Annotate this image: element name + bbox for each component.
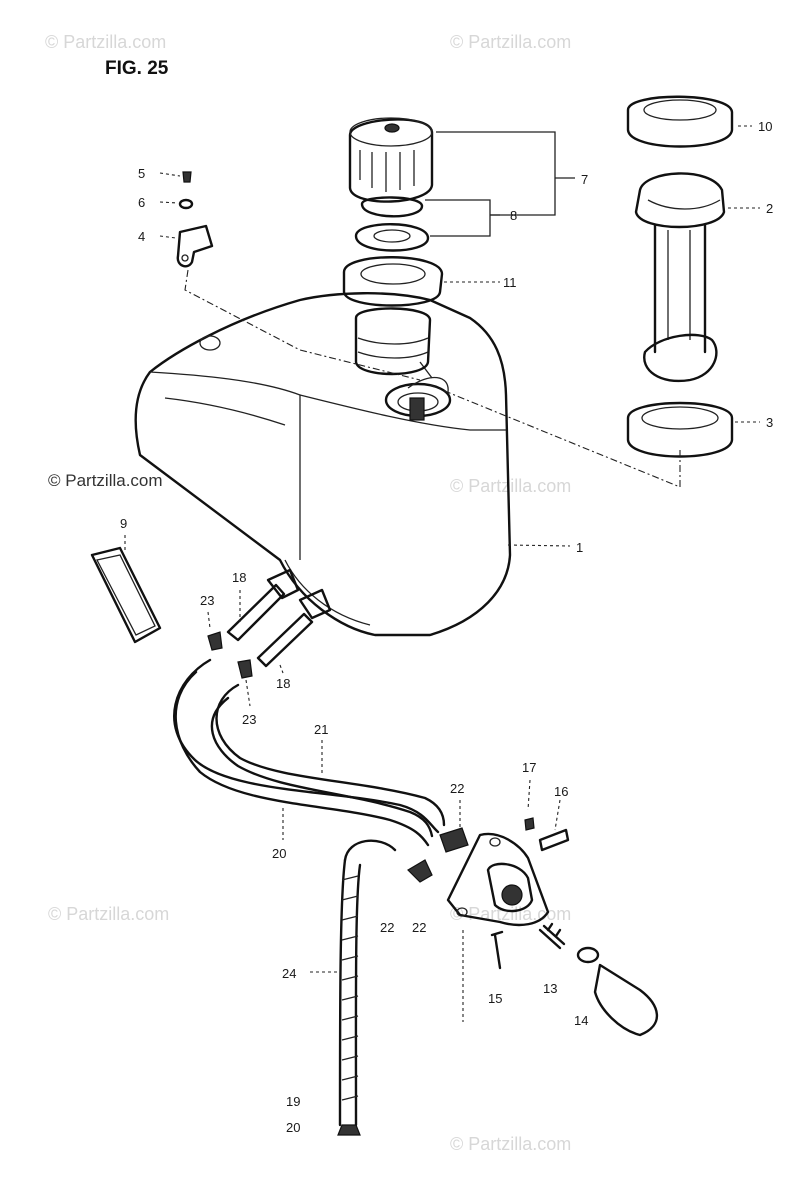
overflow-tube — [337, 839, 397, 1136]
callout-19: 19 — [286, 1094, 300, 1109]
callout-22: 22 — [412, 920, 426, 935]
callout-16: 16 — [554, 784, 568, 799]
watermark: © Partzilla.com — [450, 476, 571, 496]
watermark: © Partzilla.com — [45, 32, 166, 52]
callout-22: 22 — [380, 920, 394, 935]
callout-20: 20 — [286, 1120, 300, 1135]
cushion-pad — [90, 546, 162, 644]
watermark: © Partzilla.com — [450, 1134, 571, 1154]
callout-11: 11 — [503, 275, 517, 290]
fuel-hoses — [173, 658, 446, 847]
watermark: © Partzilla.com — [48, 904, 169, 924]
watermark-layer: © Partzilla.com © Partzilla.com © Partzi… — [45, 32, 571, 1154]
fuel-cock — [407, 817, 659, 1037]
callout-1: 1 — [576, 540, 583, 555]
callout-15: 15 — [488, 991, 502, 1006]
watermark: © Partzilla.com — [48, 471, 163, 490]
figure-title: FIG. 25 — [105, 58, 169, 79]
callout-23: 23 — [242, 712, 256, 727]
leader-lines — [124, 125, 760, 1022]
callout-8: 8 — [510, 208, 517, 223]
callout-21: 21 — [314, 722, 328, 737]
fuel-cap-assembly — [342, 117, 444, 376]
callout-7: 7 — [581, 172, 588, 187]
callout-9: 9 — [120, 516, 127, 531]
callout-22: 22 — [450, 781, 464, 796]
callout-14: 14 — [574, 1013, 588, 1028]
callout-13: 13 — [543, 981, 557, 996]
callout-18: 18 — [276, 676, 290, 691]
joint-pipes — [207, 583, 314, 679]
callout-20: 20 — [272, 846, 286, 861]
callout-23: 23 — [200, 593, 214, 608]
callout-10: 10 — [758, 119, 772, 134]
callout-17: 17 — [522, 760, 536, 775]
callout-6: 6 — [138, 195, 145, 210]
watermark: © Partzilla.com — [450, 32, 571, 52]
bracket-hardware — [176, 171, 214, 268]
fuel-tank — [134, 292, 512, 637]
callout-labels: 5 6 4 7 8 11 10 2 3 1 9 18 23 18 23 21 2… — [120, 119, 773, 1135]
callout-4: 4 — [138, 229, 145, 244]
callout-24: 24 — [282, 966, 296, 981]
fuel-gauge-assembly — [626, 95, 734, 458]
callout-18: 18 — [232, 570, 246, 585]
callout-3: 3 — [766, 415, 773, 430]
watermark: © Partzilla.com — [450, 904, 571, 924]
callout-5: 5 — [138, 166, 145, 181]
callout-2: 2 — [766, 201, 773, 216]
